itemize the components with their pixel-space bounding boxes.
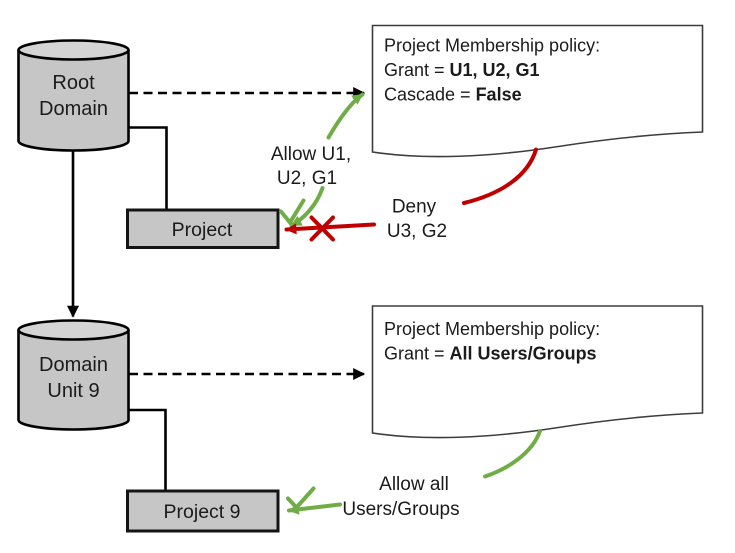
policy-grant-line: Grant = U1, U2, G1	[384, 60, 540, 80]
project-9-node: Project 9	[126, 489, 280, 533]
document-shape	[371, 24, 704, 158]
root-domain-node: Root Domain	[17, 39, 130, 152]
annotation-line: Allow U1,	[271, 144, 351, 165]
check-icon	[279, 198, 306, 226]
policy-title: Project Membership policy:	[384, 319, 600, 339]
policy-card-root: Project Membership policy: Grant = U1, U…	[371, 24, 704, 158]
annotation-line: U2, G1	[277, 168, 337, 189]
cylinder-top	[17, 39, 130, 61]
allow-arrow-to-project	[289, 186, 325, 228]
deny-curve-from-policy	[462, 147, 538, 205]
node-label: Project 9	[164, 501, 241, 523]
x-icon	[309, 215, 335, 242]
cylinder-body	[17, 50, 130, 152]
cylinder-body	[17, 330, 130, 431]
allow-bottom-label: Allow all Users/Groups	[342, 474, 459, 520]
document-shape	[371, 305, 704, 439]
policy-card-unit9: Project Membership policy: Grant = All U…	[371, 305, 704, 439]
policy-grant-line: Grant = All Users/Groups	[384, 344, 597, 364]
allow-curve-from-policy9	[483, 429, 542, 479]
domain-unit-9-node: Domain Unit 9	[17, 319, 130, 431]
deny-label: Deny U3, G2	[387, 197, 447, 243]
annotation-line: Users/Groups	[342, 499, 459, 520]
project-box	[126, 208, 280, 249]
policy-cascade-line: Cascade = False	[384, 85, 522, 105]
node-label: Root	[52, 72, 95, 94]
allow-arrow-to-project9	[287, 502, 342, 515]
deny-arrow-to-project	[284, 222, 376, 235]
node-label: Domain	[39, 98, 108, 120]
node-label: Domain	[39, 354, 108, 376]
annotation-line: U3, G2	[387, 221, 447, 242]
annotation-line: Deny	[392, 197, 437, 218]
node-label: Project	[172, 219, 233, 241]
project-node: Project	[126, 208, 280, 249]
cylinder-top	[17, 319, 130, 341]
root-to-project-connector	[129, 126, 168, 210]
allow-curve-to-policy	[326, 92, 365, 140]
allow-top-label: Allow U1, U2, G1	[271, 144, 351, 189]
policy-title: Project Membership policy:	[384, 36, 600, 56]
check-icon	[286, 486, 316, 511]
node-label: Unit 9	[47, 380, 99, 402]
project-9-box	[126, 489, 280, 533]
unit9-to-project9-connector	[129, 408, 167, 491]
annotation-line: Allow all	[379, 474, 449, 495]
